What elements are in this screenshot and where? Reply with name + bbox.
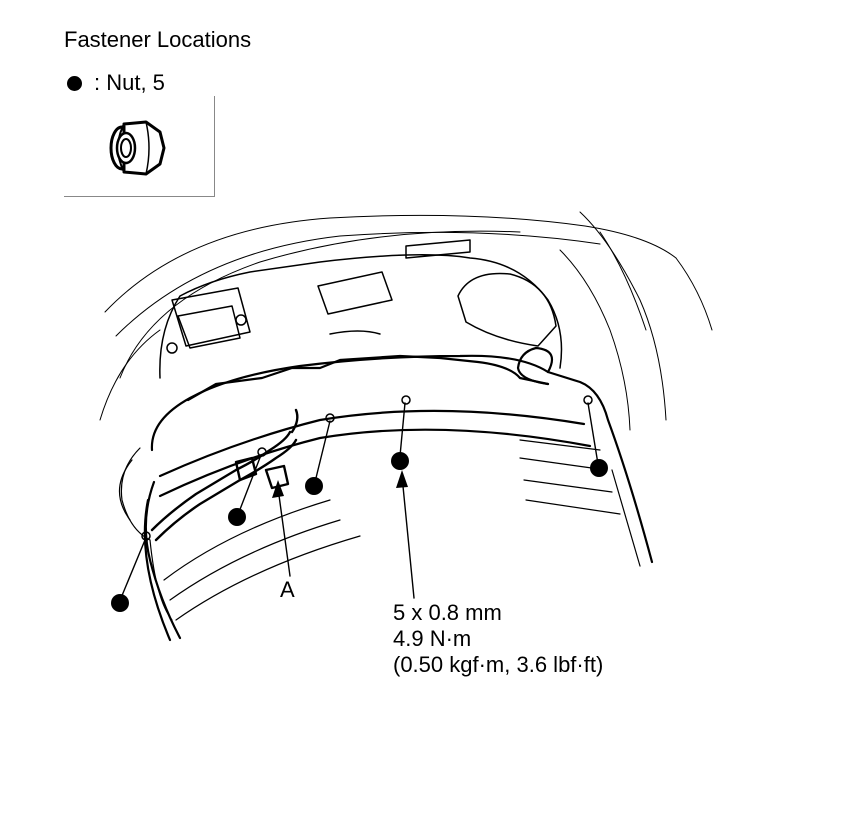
torque-spec: 5 x 0.8 mm 4.9 N·m (0.50 kgf·m, 3.6 lbf·… [393, 600, 603, 678]
trim-panel [143, 346, 654, 642]
nut-marker-2 [228, 508, 246, 526]
leader-lines [120, 402, 599, 599]
page-title: Fastener Locations [64, 27, 252, 52]
nut-symbol-icon [67, 76, 82, 91]
outer-body-lines [99, 211, 713, 431]
nut-marker-4 [391, 452, 409, 470]
callout-label-a: A [280, 577, 295, 602]
nut-marker-1 [111, 594, 129, 612]
arrowheads [272, 470, 408, 498]
legend-frame [64, 96, 215, 197]
stud-symbols [141, 395, 593, 541]
wire-harness [150, 408, 299, 542]
nut-markers [111, 452, 608, 612]
upper-panel [159, 239, 563, 379]
bolt-size: 5 x 0.8 mm [393, 600, 502, 625]
flange-nut-icon [109, 120, 166, 176]
left-body-lines [118, 439, 641, 621]
torque-value: 4.9 N·m [393, 626, 472, 651]
legend-label: : Nut, 5 [94, 70, 165, 95]
nut-marker-5 [590, 459, 608, 477]
nut-marker-3 [305, 477, 323, 495]
torque-alt-units: (0.50 kgf·m, 3.6 lbf·ft) [393, 652, 604, 677]
